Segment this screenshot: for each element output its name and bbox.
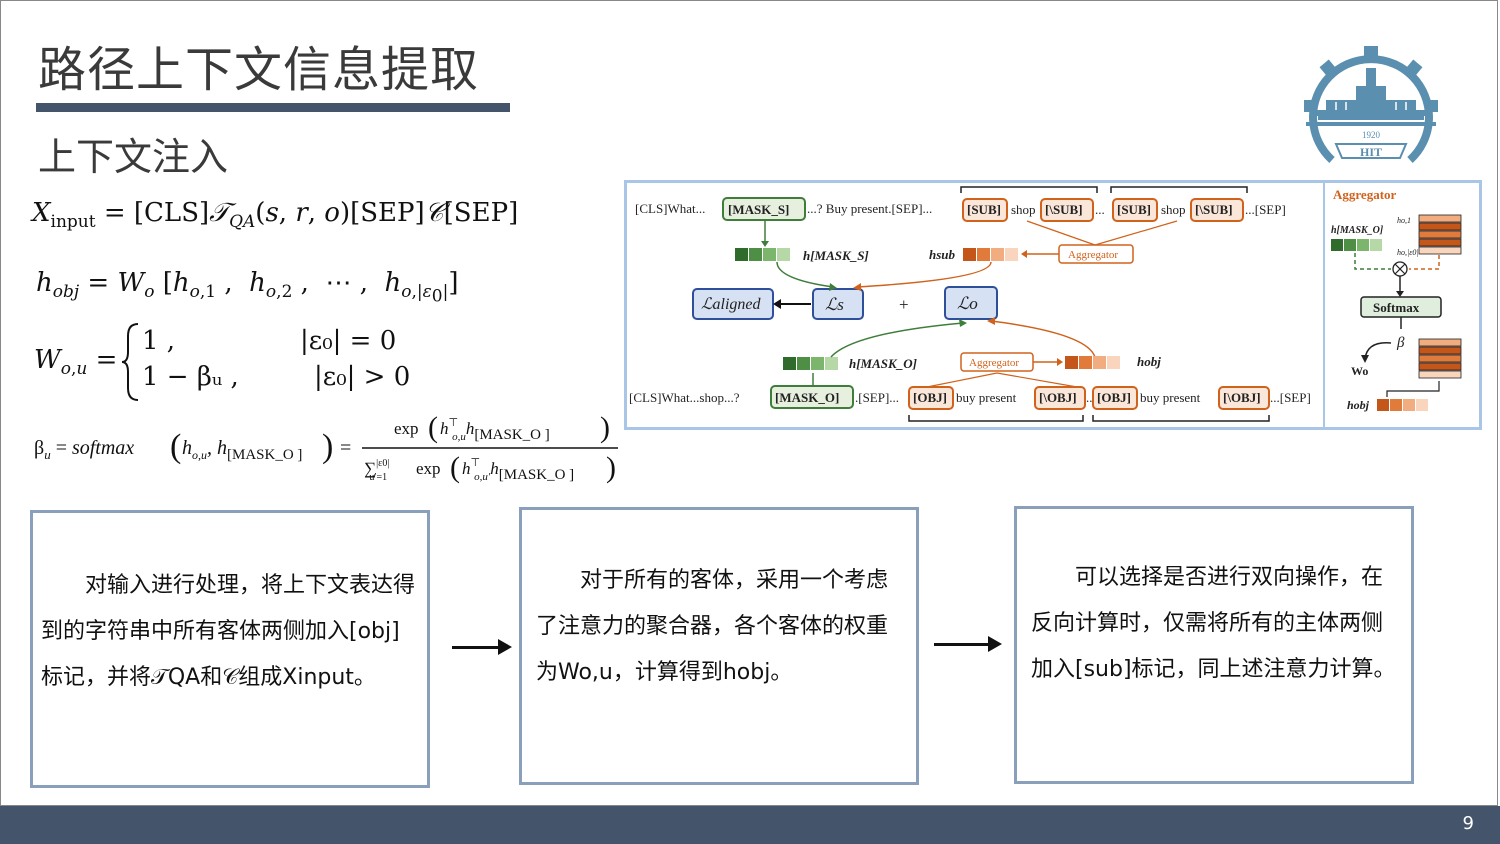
- obj-open-token-1: [OBJ]: [913, 390, 947, 405]
- panel-h-o-matrix: [1418, 214, 1462, 255]
- panel-h-obj-label: hobj: [1347, 398, 1370, 412]
- hit-logo: 1920 HIT: [1304, 46, 1438, 163]
- equation-beta: βu = softmax ( ho,u, h[MASK_O ] ) = exp …: [34, 411, 618, 484]
- svg-text:): ): [600, 411, 610, 444]
- top-seq-dots: ...: [1095, 202, 1105, 217]
- brace-icon: [121, 323, 139, 401]
- h-mask-s-vector: [735, 248, 790, 261]
- panel-h-o-eps-label: ho,|ε0|: [1397, 248, 1419, 257]
- aggregator-label-bottom: Aggregator: [969, 357, 1019, 369]
- slide-subtitle: 上下文注入: [38, 135, 229, 179]
- bottom-seq-prefix: [CLS]What...shop...?: [629, 390, 740, 405]
- panel-h-mask-o-vector: [1331, 239, 1382, 251]
- figure-diagram: [CLS]What... [MASK_S] ...? Buy present.[…: [629, 183, 1462, 427]
- panel-title: Aggregator: [1333, 187, 1397, 202]
- panel-w-o-label: Wo: [1351, 364, 1368, 378]
- svg-text:exp: exp: [416, 459, 441, 478]
- loss-o-box: [944, 286, 998, 320]
- equation-h-obj: hobj = Wo [ho,1 , ho,2 , ⋯ , ho,|ε0|]: [36, 268, 459, 307]
- h-sub-vector: [963, 248, 1018, 261]
- svg-text:(: (: [170, 428, 181, 465]
- svg-text:ho,u, h[MASK_O ]: ho,u, h[MASK_O ]: [182, 437, 302, 463]
- sub-close-token-2: [\SUB]: [1195, 202, 1233, 217]
- svg-text:(: (: [428, 411, 438, 444]
- aggregator-label-top: Aggregator: [1068, 249, 1118, 261]
- svg-text:h⊤o,uh[MASK_O ]: h⊤o,uh[MASK_O ]: [440, 417, 550, 443]
- h-mask-o-label: h[MASK_O]: [849, 356, 917, 371]
- process-box-3: 可以选择是否进行双向操作，在反向计算时，仅需将所有的主体两侧加入[sub]标记，…: [1014, 506, 1414, 784]
- top-seq-prefix: [CLS]What...: [635, 201, 705, 216]
- h-obj-label: hobj: [1137, 354, 1161, 369]
- sub-open-token-1: [SUB]: [967, 202, 1001, 217]
- logo-letters: HIT: [1360, 145, 1382, 159]
- equation-w-ou-lhs: Wo,u =: [34, 345, 118, 380]
- softmax-label: Softmax: [1373, 300, 1420, 315]
- panel-h-obj-vector: [1377, 399, 1428, 411]
- panel-w-o-matrix: [1418, 338, 1462, 379]
- w-ou-condition-1: |ε₀| = 0: [300, 326, 397, 356]
- shop-word-1: shop: [1011, 202, 1036, 217]
- process-box-3-text: 可以选择是否进行双向操作，在反向计算时，仅需将所有的主体两侧加入[sub]标记，…: [1031, 565, 1396, 682]
- svg-text:βu = softmax: βu = softmax: [34, 437, 134, 462]
- h-mask-s-label: h[MASK_S]: [803, 248, 869, 263]
- mask-o-label: [MASK_O]: [775, 390, 839, 405]
- loss-s-box: [812, 288, 864, 320]
- loss-aligned-label: ℒaligned: [701, 296, 762, 313]
- slide-footer: 9: [0, 806, 1500, 844]
- process-box-2-text: 对于所有的客体，采用一个考虑了注意力的聚合器，各个客体的权重为Wo,u，计算得到…: [536, 568, 889, 685]
- top-seq-middle: ...? Buy present.[SEP]...: [807, 201, 932, 216]
- buy-present-2: buy present: [1140, 390, 1201, 405]
- svg-text:): ): [322, 428, 333, 465]
- top-seq-suffix: ...[SEP]: [1245, 202, 1286, 217]
- building-icon: [1306, 68, 1436, 126]
- process-box-1-text: 对输入进行处理，将上下文表达得到的字符串中所有客体两侧加入[obj]标记，并将𝒯…: [41, 573, 416, 690]
- obj-close-token-1: [\OBJ]: [1039, 390, 1077, 405]
- h-obj-vector: [1065, 356, 1120, 369]
- buy-present-1: buy present: [956, 390, 1017, 405]
- w-ou-case-1: 1 ,: [142, 326, 176, 356]
- obj-close-token-2: [\OBJ]: [1223, 390, 1261, 405]
- h-mask-o-vector: [783, 357, 838, 370]
- arrow-1-icon: [452, 639, 512, 655]
- title-underline: [36, 103, 510, 112]
- bottom-seq-suffix: ...[SEP]: [1270, 390, 1311, 405]
- panel-beta-label: β: [1396, 335, 1405, 351]
- svg-text:exp: exp: [394, 419, 419, 438]
- plus-sign: +: [899, 295, 909, 314]
- svg-text:=: =: [340, 437, 351, 459]
- shop-word-2: shop: [1161, 202, 1186, 217]
- process-box-1: 对输入进行处理，将上下文表达得到的字符串中所有客体两侧加入[obj]标记，并将𝒯…: [30, 510, 430, 788]
- arrow-2-icon: [934, 636, 1002, 652]
- h-sub-label: hsub: [929, 247, 956, 262]
- obj-open-token-2: [OBJ]: [1097, 390, 1131, 405]
- slide-title: 路径上下文信息提取: [38, 42, 480, 98]
- bottom-seq-middle: .[SEP]...: [855, 390, 899, 405]
- sub-close-token-1: [\SUB]: [1045, 202, 1083, 217]
- svg-text:∑|ε0|u′=1: ∑|ε0|u′=1: [364, 458, 389, 483]
- w-ou-condition-2: |ε₀| > 0: [314, 362, 411, 392]
- panel-h-o1-label: ho,1: [1397, 216, 1411, 225]
- w-ou-case-2: 1 − βᵤ ,: [142, 362, 239, 392]
- svg-text:): ): [606, 451, 616, 484]
- logo-year: 1920: [1362, 130, 1381, 140]
- mask-s-token: [722, 197, 806, 221]
- svg-text:h⊤o,u′h[MASK_O ]: h⊤o,u′h[MASK_O ]: [462, 457, 574, 483]
- slide-frame: [0, 0, 1498, 806]
- svg-text:(: (: [450, 451, 460, 484]
- panel-h-mask-o-label: h[MASK_O]: [1331, 225, 1384, 236]
- mask-s-label: [MASK_S]: [728, 202, 789, 217]
- bottom-seq-dots: ...: [1086, 390, 1096, 405]
- page-number: 9: [1462, 813, 1474, 834]
- model-figure: [CLS]What... [MASK_S] ...? Buy present.[…: [624, 180, 1482, 430]
- loss-s-label: ℒs: [825, 295, 844, 314]
- sub-open-token-2: [SUB]: [1117, 202, 1151, 217]
- mask-o-token: [770, 385, 854, 409]
- process-box-2: 对于所有的客体，采用一个考虑了注意力的聚合器，各个客体的权重为Wo,u，计算得到…: [519, 507, 919, 785]
- equation-x-input: Xinput = [CLS]𝒯QA(s, r, o)[SEP]𝒞[SEP]: [32, 198, 519, 233]
- loss-o-label: ℒo: [957, 294, 978, 313]
